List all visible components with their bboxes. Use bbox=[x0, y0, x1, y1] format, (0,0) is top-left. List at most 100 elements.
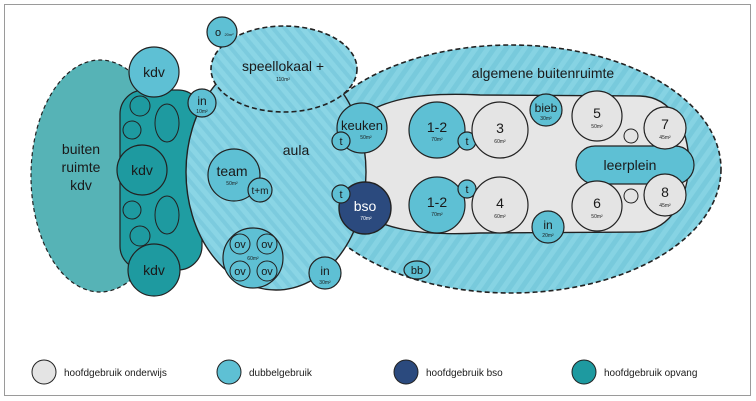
room-in-mid-size: 20m² bbox=[542, 233, 554, 239]
outdoor-kdv-label-line-1: buiten bbox=[62, 141, 100, 157]
outdoor-area-general-label: algemene buitenruimte bbox=[472, 65, 615, 81]
room-ov-label: ov bbox=[261, 239, 273, 251]
room-in-mid-label: in bbox=[543, 218, 552, 232]
room-bso-label: bso bbox=[354, 198, 377, 214]
room-8 bbox=[643, 173, 687, 217]
legend-label-onderwijs: hoofdgebruik onderwijs bbox=[64, 368, 167, 379]
room-6-size: 50m² bbox=[591, 214, 603, 220]
kdv-pod bbox=[154, 103, 180, 143]
room-1-2-top-size: 70m² bbox=[431, 137, 443, 143]
room-1-2-bot bbox=[408, 176, 466, 234]
room-bieb-size: 30m² bbox=[540, 116, 552, 122]
room-t-m bbox=[247, 177, 273, 203]
room-4 bbox=[471, 176, 529, 234]
room-kdv-top-label: kdv bbox=[143, 64, 165, 80]
room-o bbox=[206, 16, 238, 48]
room-kdv-mid-label: kdv bbox=[131, 162, 153, 178]
room-t bbox=[457, 179, 477, 199]
room-kdv-top bbox=[128, 46, 180, 98]
frame-border bbox=[4, 4, 751, 396]
kdv-pod bbox=[154, 195, 180, 235]
room-t-label: t bbox=[465, 184, 468, 196]
legend-swatch-dubbel bbox=[216, 359, 242, 385]
room-t bbox=[331, 131, 351, 151]
speellokaal-label: speellokaal + bbox=[242, 58, 324, 74]
room-team bbox=[207, 148, 261, 202]
room-in-bot bbox=[308, 256, 342, 290]
room-o-label: o bbox=[215, 27, 221, 39]
room-kdv-bot bbox=[127, 243, 181, 297]
room-ov bbox=[229, 233, 251, 255]
room-team-size: 50m² bbox=[226, 181, 238, 187]
room-1-2-top-label: 1-2 bbox=[427, 119, 447, 135]
room-in-top-label: in bbox=[197, 94, 206, 108]
room-in-bot-label: in bbox=[320, 264, 329, 278]
kdv-pod bbox=[129, 225, 151, 247]
legend-swatch-opvang bbox=[571, 359, 597, 385]
room-kdv-mid bbox=[116, 144, 168, 196]
room-bieb-label: bieb bbox=[535, 101, 558, 115]
room-8-label: 8 bbox=[661, 184, 669, 200]
room-3-size: 60m² bbox=[494, 139, 506, 145]
outdoor-kdv-label-line-2: ruimte bbox=[62, 159, 101, 175]
room-7-label: 7 bbox=[661, 116, 669, 132]
room-team-label: team bbox=[216, 163, 247, 179]
room-in-mid bbox=[531, 210, 565, 244]
room-in-bot-size: 30m² bbox=[319, 280, 331, 286]
connector-node bbox=[623, 128, 639, 144]
room-t-label: t bbox=[339, 189, 342, 201]
room-5-label: 5 bbox=[593, 105, 601, 121]
kdv-pod bbox=[129, 95, 151, 117]
leerplein-label: leerplein bbox=[604, 157, 657, 173]
room-5 bbox=[571, 90, 623, 142]
room-bb-label: bb bbox=[411, 265, 423, 277]
room-1-2-bot-label: 1-2 bbox=[427, 194, 447, 210]
connector-node bbox=[623, 188, 639, 204]
room-t-label: t bbox=[465, 136, 468, 148]
room-kdv-bot-label: kdv bbox=[143, 262, 165, 278]
room-in-top-size: 10m² bbox=[196, 109, 208, 115]
room-6 bbox=[571, 180, 623, 232]
room-bieb bbox=[529, 93, 563, 127]
room-3 bbox=[471, 101, 529, 159]
room-4-size: 60m² bbox=[494, 214, 506, 220]
room-3-label: 3 bbox=[496, 120, 504, 136]
room-ov-label: ov bbox=[234, 266, 246, 278]
room-ov-label: ov bbox=[261, 266, 273, 278]
room-5-size: 50m² bbox=[591, 124, 603, 130]
room-8-size: 45m² bbox=[659, 203, 671, 209]
aula-label: aula bbox=[283, 142, 310, 158]
room-t-m-label: t+m bbox=[252, 186, 269, 197]
kdv-pod bbox=[122, 120, 142, 140]
room-o-size: 20m² bbox=[224, 32, 234, 37]
room-1-2-bot-size: 70m² bbox=[431, 212, 443, 218]
outdoor-kdv-label-line-3: kdv bbox=[70, 177, 92, 193]
room-ov-size: 60m² bbox=[247, 256, 259, 262]
room-6-label: 6 bbox=[593, 195, 601, 211]
room-ov bbox=[256, 233, 278, 255]
speellokaal-size: 110m² bbox=[276, 77, 290, 83]
legend-swatch-bso bbox=[393, 359, 419, 385]
legend-label-opvang: hoofdgebruik opvang bbox=[604, 368, 697, 379]
room-7-size: 45m² bbox=[659, 135, 671, 141]
room-4-label: 4 bbox=[496, 195, 504, 211]
legend: hoofdgebruik onderwijs dubbelgebruik hoo… bbox=[31, 359, 697, 385]
legend-label-bso: hoofdgebruik bso bbox=[426, 368, 503, 379]
room-1-2-top bbox=[408, 101, 466, 159]
room-bso bbox=[338, 181, 392, 235]
room-ov bbox=[229, 260, 251, 282]
room-7 bbox=[643, 106, 687, 150]
room-keuken-size: 50m² bbox=[360, 135, 372, 141]
legend-swatch-onderwijs bbox=[31, 359, 57, 385]
legend-label-dubbel: dubbelgebruik bbox=[249, 368, 313, 379]
room-bso-size: 70m² bbox=[360, 216, 372, 222]
room-t bbox=[331, 184, 351, 204]
kdv-pod bbox=[122, 200, 142, 220]
room-t-label: t bbox=[339, 136, 342, 148]
speellokaal-area bbox=[210, 25, 358, 113]
room-ov bbox=[256, 260, 278, 282]
room-ov-label: ov bbox=[234, 239, 246, 251]
room-bb bbox=[403, 260, 431, 280]
